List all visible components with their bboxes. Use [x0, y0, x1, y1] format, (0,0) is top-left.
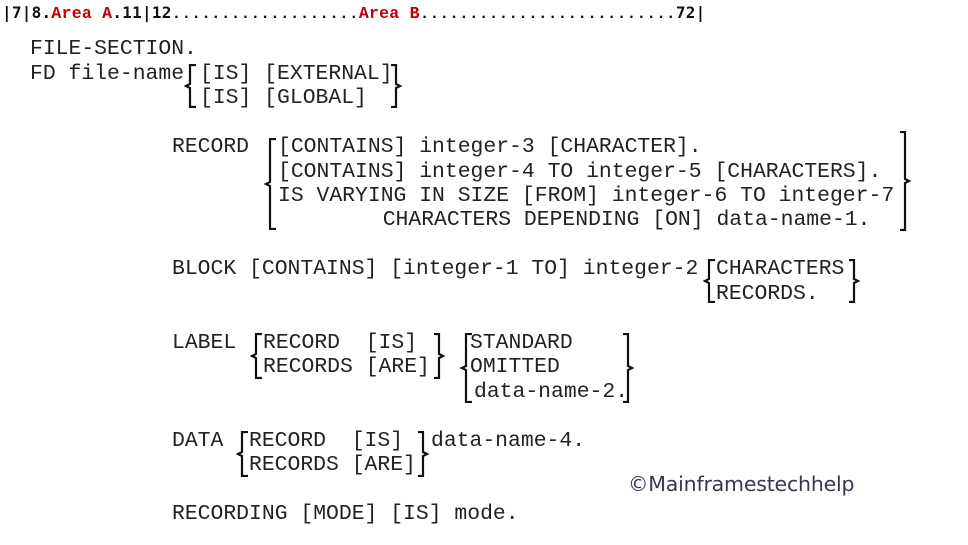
- fd-keyword: FD file-name: [30, 62, 185, 86]
- ruler-prefix: |7|8.: [2, 3, 52, 22]
- data-option-records-are: RECORDS [ARE]: [249, 453, 416, 477]
- fd-option-external: [IS] [EXTERNAL]: [200, 62, 393, 86]
- record-option-3-cont: CHARACTERS DEPENDING [ON] data-name-1.: [280, 208, 871, 232]
- label-option-records-are: RECORDS [ARE]: [263, 355, 430, 379]
- left-brace-icon: [703, 259, 715, 303]
- label-option-omitted: OMITTED: [470, 355, 560, 379]
- record-option-2: [CONTAINS] integer-4 TO integer-5 [CHARA…: [278, 160, 882, 184]
- file-section-heading: FILE-SECTION.: [30, 37, 197, 61]
- data-option-record-is: RECORD [IS]: [249, 429, 404, 453]
- block-keyword: BLOCK [CONTAINS] [integer-1 TO] integer-…: [172, 257, 699, 281]
- watermark: ©Mainframestechhelp: [628, 472, 855, 496]
- ruler-mid: .11|12: [112, 3, 172, 22]
- right-brace-icon: [849, 259, 861, 303]
- right-brace-icon: [434, 333, 446, 379]
- data-name-4: data-name-4.: [431, 429, 586, 453]
- area-a-label: Area A: [51, 4, 113, 23]
- label-option-data-name-2: data-name-2.: [474, 380, 629, 404]
- record-keyword: RECORD: [172, 135, 250, 159]
- area-b-label: Area B: [358, 4, 420, 23]
- ruler-dots-1: ...................: [171, 5, 359, 23]
- left-brace-icon: [250, 333, 262, 379]
- left-brace-icon: [184, 64, 196, 108]
- left-brace-icon: [236, 431, 248, 477]
- block-option-records: RECORDS.: [716, 282, 819, 306]
- recording-mode-clause: RECORDING [MODE] [IS] mode.: [172, 502, 519, 526]
- right-brace-icon: [391, 64, 403, 108]
- block-option-characters: CHARACTERS: [716, 257, 845, 281]
- left-brace-icon: [264, 138, 276, 230]
- label-keyword: LABEL: [172, 331, 237, 355]
- right-brace-icon: [623, 333, 635, 403]
- label-option-record-is: RECORD [IS]: [263, 331, 418, 355]
- record-option-1: [CONTAINS] integer-3 [CHARACTER].: [278, 135, 702, 159]
- record-option-3: IS VARYING IN SIZE [FROM] integer-6 TO i…: [278, 184, 895, 208]
- ruler-dots-2: ..........................: [419, 5, 676, 23]
- right-brace-icon: [418, 431, 430, 477]
- column-ruler: |7|8.Area A.11|12...................Area…: [2, 1, 706, 26]
- label-option-standard: STANDARD: [470, 331, 573, 355]
- ruler-suffix: 72|: [675, 3, 706, 22]
- left-brace-icon: [460, 333, 472, 403]
- fd-option-global: [IS] [GLOBAL]: [200, 86, 367, 110]
- data-keyword: DATA: [172, 429, 224, 453]
- right-brace-icon: [900, 131, 912, 231]
